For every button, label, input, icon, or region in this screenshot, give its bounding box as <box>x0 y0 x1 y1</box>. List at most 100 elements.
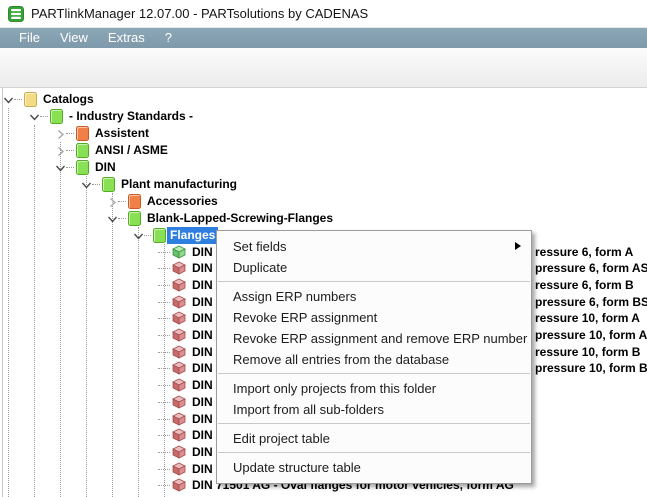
tree-item[interactable]: Blank-Lapped-Screwing-Flanges <box>0 210 647 227</box>
tree-item[interactable]: DIN <box>0 344 647 361</box>
collapse-icon[interactable] <box>55 163 66 174</box>
menu-extras[interactable]: Extras <box>107 30 145 45</box>
tree-item[interactable]: DIN <box>0 310 647 327</box>
tree-guide-line <box>158 418 170 420</box>
tree-item[interactable]: DIN <box>0 394 647 411</box>
menu-item-revoke-erp-assignment-and-remove-number[interactable]: Revoke ERP assignment and remove ERP num… <box>233 331 528 346</box>
expand-icon[interactable] <box>55 146 66 157</box>
menu-separator <box>218 423 530 424</box>
tree-item[interactable]: Flanges <box>0 227 647 244</box>
tree-item[interactable]: DIN <box>0 461 647 478</box>
tree-item-label[interactable]: DIN <box>192 378 213 393</box>
tree-item-label[interactable]: DIN <box>192 444 213 459</box>
menu-item-update-structure-table[interactable]: Update structure table <box>233 460 361 475</box>
tree-item-label[interactable]: DIN <box>192 411 213 426</box>
part-cube-icon <box>172 428 186 442</box>
tree-item[interactable]: Accessories <box>0 193 647 210</box>
tree-item-label[interactable]: DIN <box>192 461 213 476</box>
collapse-icon[interactable] <box>81 180 92 191</box>
folder-icon <box>153 228 166 243</box>
part-cube-icon <box>172 361 186 376</box>
tree-guide-line <box>158 485 170 487</box>
expand-icon[interactable] <box>107 197 118 208</box>
folder-icon <box>128 211 141 226</box>
tree-guide-line <box>66 150 74 151</box>
tree-guide-line <box>158 301 170 303</box>
submenu-arrow-icon <box>515 242 521 250</box>
part-cube-icon <box>172 278 186 292</box>
menu-file[interactable]: File <box>19 30 40 45</box>
tree-item[interactable]: Plant manufacturing <box>0 176 647 193</box>
tree-item[interactable]: DIN <box>0 327 647 344</box>
tree-item-label[interactable]: DIN <box>192 277 213 292</box>
tree-item-label[interactable]: ANSI / ASME <box>95 143 168 157</box>
tree-item-label[interactable]: Accessories <box>147 194 218 208</box>
tree-item[interactable]: DIN <box>0 260 647 277</box>
collapse-icon[interactable] <box>3 95 14 106</box>
tree-item[interactable]: DIN <box>0 427 647 444</box>
menu-item-import-sub-folders[interactable]: Import from all sub-folders <box>233 402 384 417</box>
tree-item-label[interactable]: Flanges <box>167 227 219 244</box>
tree-item-label[interactable]: DIN <box>192 311 213 326</box>
menu-item-edit-project-table[interactable]: Edit project table <box>233 431 330 446</box>
menu-item-import-only-projects[interactable]: Import only projects from this folder <box>233 381 437 396</box>
tree-item-label[interactable]: Assistent <box>95 126 150 140</box>
tree-item-label[interactable]: Plant manufacturing <box>121 177 238 191</box>
menu-item-assign-erp-numbers[interactable]: Assign ERP numbers <box>233 289 357 304</box>
expand-icon[interactable] <box>55 129 66 140</box>
tree-item[interactable]: DIN <box>0 294 647 311</box>
part-cube-icon <box>172 445 186 459</box>
tree-item-label[interactable]: Blank-Lapped-Screwing-Flanges <box>147 211 334 225</box>
menu-view[interactable]: View <box>59 30 88 45</box>
tree-item[interactable]: DIN <box>0 411 647 428</box>
part-cube-icon <box>172 311 186 325</box>
tree-item-label[interactable]: DIN <box>95 160 116 174</box>
context-menu: Set fields Duplicate Assign ERP numbers … <box>216 230 532 484</box>
tree-guide-line <box>14 99 22 100</box>
menu-item-set-fields[interactable]: Set fields <box>217 236 531 257</box>
tree-item[interactable]: Assistent <box>0 125 647 142</box>
tree-item-label[interactable]: DIN <box>192 361 213 376</box>
menu-item-duplicate[interactable]: Duplicate <box>233 260 288 275</box>
tree-panel-edge <box>2 88 3 497</box>
tree-guide-line <box>158 284 170 286</box>
tree-guide-line <box>158 318 170 320</box>
tree-item-label[interactable]: Catalogs <box>43 92 94 106</box>
part-cube-icon <box>172 328 186 342</box>
tree-item[interactable]: DIN <box>0 377 647 394</box>
tree-guide-line <box>164 244 165 497</box>
tree-item-label[interactable]: DIN <box>192 428 213 443</box>
tree-item[interactable]: Catalogs <box>0 91 647 108</box>
tree-item-label[interactable]: DIN <box>192 344 213 359</box>
tree-item-label-fragment: pressure 6, form AS <box>535 261 647 276</box>
folder-icon <box>128 194 141 209</box>
tree-item[interactable]: DIN <box>0 277 647 294</box>
tree-guide-line <box>158 468 170 470</box>
collapse-icon[interactable] <box>29 112 40 123</box>
collapse-icon[interactable] <box>107 214 118 225</box>
tree-guide-line <box>86 176 87 497</box>
tree-item-label[interactable]: DIN <box>192 244 213 259</box>
part-cube-icon <box>172 345 186 359</box>
tree-item[interactable]: DIN <box>0 360 647 377</box>
tree-item[interactable]: - Industry Standards - <box>0 108 647 125</box>
tree-item-label[interactable]: DIN <box>192 394 213 409</box>
tree-item-label-fragment: pressure 10, form AS <box>535 328 647 342</box>
tree-guide-line <box>92 184 100 185</box>
collapse-icon[interactable] <box>133 231 144 242</box>
tree-item[interactable]: DIN <box>0 444 647 461</box>
tree-guide-line <box>158 435 170 437</box>
menu-separator <box>218 452 530 453</box>
menu-item-remove-all-entries[interactable]: Remove all entries from the database <box>233 352 450 367</box>
tree-item-label[interactable]: - Industry Standards - <box>69 109 194 123</box>
tree-item-label[interactable]: DIN <box>192 328 213 342</box>
tree-item[interactable]: ANSI / ASME <box>0 142 647 159</box>
tree-item[interactable]: DIN <box>0 159 647 176</box>
tree-item-label[interactable]: DIN <box>192 261 213 276</box>
tree-guide-line <box>144 235 151 236</box>
menu-help[interactable]: ? <box>164 30 172 45</box>
menu-item-revoke-erp-assignment[interactable]: Revoke ERP assignment <box>233 310 378 325</box>
tree-item-label[interactable]: DIN <box>192 294 213 309</box>
tree-guide-line <box>158 385 170 387</box>
tree-item[interactable]: DIN <box>0 244 647 261</box>
